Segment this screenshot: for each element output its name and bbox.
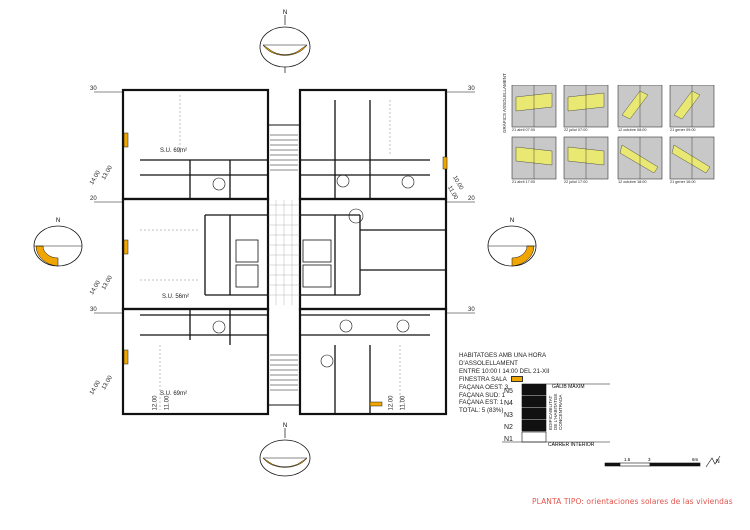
built-label: EDIFICABILITAT DE L'HABITATGE CONCENTRAD… (548, 393, 563, 430)
north-label: N (510, 218, 514, 224)
level-label: N3 (504, 412, 513, 419)
north-arrow-icon (705, 455, 721, 468)
legend-south: FAÇANA SUD: 1 (459, 391, 506, 399)
legend-line: HABITATGES AMB UNA HORA (459, 352, 547, 359)
su-label-top: S.U. 69m² (160, 148, 188, 154)
sun-compass-top: N (259, 10, 311, 73)
legend: HABITATGES AMB UNA HORA D'ASSOLELLAMENT … (459, 352, 569, 415)
sun-caption: 22 juliol 07:00 (564, 128, 588, 132)
scale-bar: 1.5 3 6m N (604, 455, 721, 468)
massing-diagram: N5 N4 N3 N2 N1 GÀLIB MÀXIM CARRER INTERI… (502, 383, 610, 448)
legend-window: FINESTRA SALA (459, 376, 569, 384)
north-label: N (56, 218, 60, 224)
sun-study-grid (511, 85, 715, 180)
level-label: N4 (504, 400, 513, 407)
sun-caption: 21 gener 09:00 (670, 128, 696, 132)
sun-caption: 21 abril 17:00 (512, 180, 536, 184)
sun-caption: 21 gener 16:00 (670, 180, 696, 184)
legend-total: TOTAL: 5 (83%) (459, 407, 504, 415)
sun-compass-right: N (487, 218, 537, 267)
grid-mark: 20 (90, 196, 97, 202)
elevation-mark: 12.00 (388, 395, 395, 411)
legend-window-label: FINESTRA SALA (459, 375, 507, 383)
north-label: N (716, 459, 720, 465)
north-label: N (283, 423, 287, 429)
sun-caption: 21 abril 07:00 (512, 128, 536, 132)
level-label: N5 (504, 388, 513, 395)
drawing-caption: PLANTA TIPO: orientaciones solares de la… (532, 497, 733, 506)
street-label: CARRER INTERIOR (548, 442, 595, 448)
sun-study-title: GRÀFICS ASSOLELLAMENT (502, 73, 507, 133)
scale-label: 6m (692, 457, 699, 462)
level-label: N2 (504, 424, 513, 431)
legend-line: ENTRE 10:00 I 14:00 DEL 21-XII (459, 367, 550, 375)
grid-mark: 20 (468, 196, 475, 202)
sun-caption: 12 octubre 18:00 (618, 180, 647, 184)
window-swatch (510, 376, 523, 383)
sun-compass-bottom: N (259, 423, 311, 477)
grid-mark: 30 (90, 86, 97, 92)
grid-mark: 30 (468, 86, 475, 92)
su-label-bottom: S.U. 69m² (160, 391, 188, 397)
scale-label: 1.5 (624, 457, 631, 462)
legend-line: D'ASSOLELLAMENT (459, 359, 518, 367)
grid-mark: 30 (90, 307, 97, 313)
elevation-mark: 11.00 (164, 395, 171, 411)
elevation-mark: 11.00 (400, 395, 407, 411)
sun-caption: 12 octubre 08:00 (618, 128, 647, 132)
north-label: N (283, 10, 287, 16)
sun-compass-left: N (33, 218, 83, 267)
sun-caption: 22 juliol 17:00 (564, 180, 588, 184)
max-volume-label: GÀLIB MÀXIM (552, 383, 585, 390)
legend-west: FAÇANA OEST: 3 (459, 383, 509, 391)
scale-label: 3 (648, 457, 651, 462)
su-label-middle: S.U. 56m² (162, 294, 190, 300)
legend-east: FAÇANA EST: 1 (459, 399, 504, 407)
elevation-mark: 12.00 (152, 395, 159, 411)
level-label: N1 (504, 436, 513, 443)
grid-mark: 30 (468, 307, 475, 313)
